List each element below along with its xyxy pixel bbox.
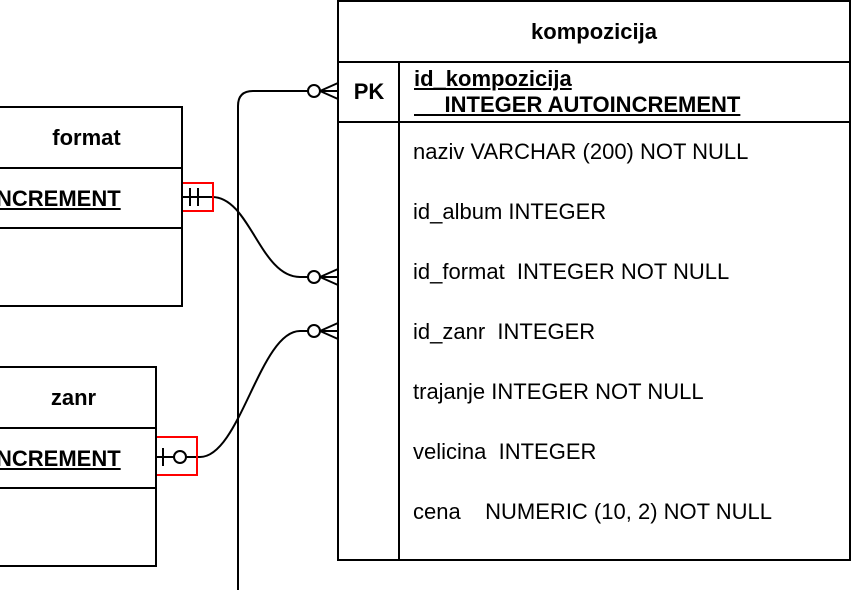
divider [339,121,849,123]
connector-to-pk [237,90,314,590]
attribute-naziv: naziv VARCHAR (200) NOT NULL [413,139,749,164]
format-table[interactable]: format NCREMENT [0,106,183,307]
attribute-trajanje: trajanje INTEGER NOT NULL [413,379,704,404]
format-fk-zero-circle [307,270,321,284]
connector-zanr-to-kompozicija [156,330,308,458]
divider [339,61,849,63]
pk-label: PK [353,79,385,104]
format-pk-field: NCREMENT [0,186,121,211]
divider [0,427,155,429]
attribute-id-zanr: id_zanr INTEGER [413,319,596,344]
divider [0,487,155,489]
format-fk-crowfoot-icon [319,268,339,286]
zanr-table-title: zanr [50,385,97,410]
attribute-id-format: id_format INTEGER NOT NULL [413,259,730,284]
kompozicija-table[interactable]: kompozicija PK id_kompozicija INTEGER AU… [337,0,851,561]
zanr-fk-zero-circle [307,324,321,338]
attribute-id-album: id_album INTEGER [413,199,607,224]
attribute-velicina: velicina INTEGER [413,439,597,464]
pk-zero-circle [307,84,321,98]
kompozicija-table-title: kompozicija [531,19,657,44]
format-table-title: format [52,125,121,150]
pk-field: id_kompozicija INTEGER AUTOINCREMENT [414,66,740,118]
pk-field-type: INTEGER AUTOINCREMENT [414,92,741,117]
zanr-table[interactable]: zanr NCREMENT [0,366,157,567]
zero-or-one-circle-icon [173,450,187,464]
pk-crowfoot-icon [319,82,339,100]
pk-field-name: id_kompozicija [414,66,572,91]
pk-column-divider [398,62,400,559]
one-and-only-one-icon [189,188,199,206]
zanr-fk-crowfoot-icon [319,322,339,340]
divider [0,227,181,229]
attribute-cena: cena NUMERIC (10, 2) NOT NULL [413,499,773,524]
connector-format-to-kompozicija [182,196,308,278]
divider [0,167,181,169]
zanr-pk-field: NCREMENT [0,446,121,471]
